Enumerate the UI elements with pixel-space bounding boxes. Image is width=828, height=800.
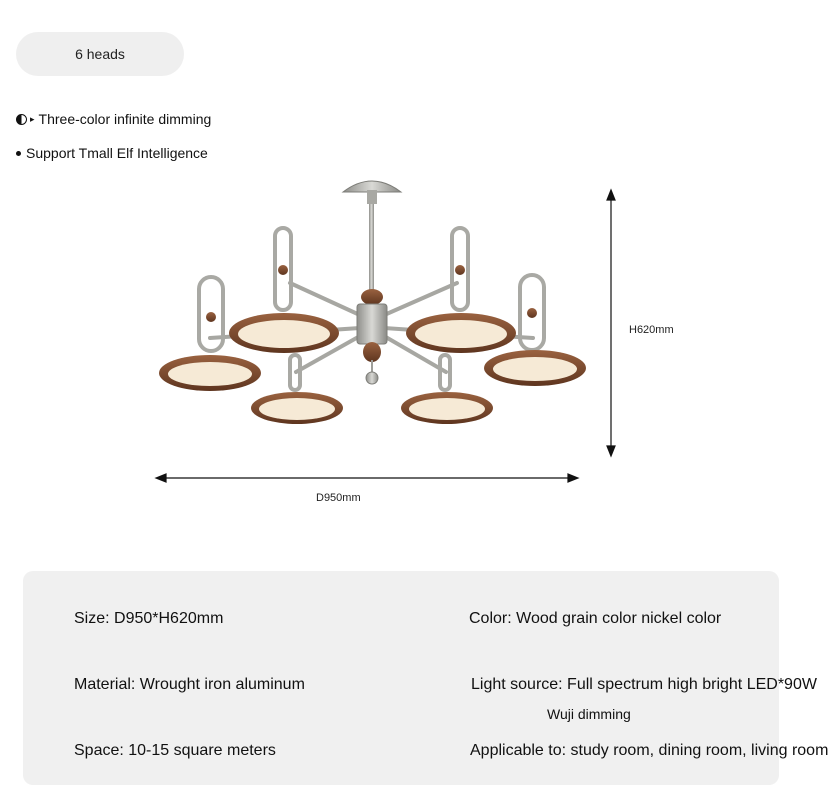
canopy-neck [367, 190, 377, 204]
arm-back-left [288, 281, 364, 318]
shade-front-left [251, 392, 343, 424]
wood-knob-bottom [363, 342, 381, 362]
half-circle-bullet-icon [16, 113, 27, 125]
shade-front-right [401, 392, 493, 424]
loop-front-left [288, 353, 302, 392]
center-stem [369, 204, 374, 296]
spec-panel: Size: D950*H620mm Color: Wood grain colo… [23, 571, 828, 785]
arm-front-right [382, 334, 448, 374]
height-arrow-top-icon [606, 188, 616, 201]
spec-light-source: Light source: Full spectrum high bright … [471, 676, 817, 693]
variant-pill-label: 6 heads [75, 46, 125, 62]
finial [365, 371, 379, 385]
arm-front-left [294, 334, 362, 374]
loop-right [518, 273, 546, 352]
shade-back-right [406, 313, 516, 353]
spec-dimming: Wuji dimming [547, 706, 631, 722]
height-dimension-label: H620mm [629, 324, 674, 336]
feature-smart-assistant: Support Tmall Elf Intelligence [16, 145, 208, 161]
spec-material: Material: Wrought iron aluminum [74, 676, 305, 693]
spec-applicable: Applicable to: study room, dining room, … [470, 742, 828, 759]
height-arrow-bottom-icon [606, 445, 616, 458]
shade-left [159, 355, 261, 391]
feature-dimming: ▸ Three-color infinite dimming [16, 111, 211, 127]
loop-back-left [273, 226, 293, 312]
ceiling-canopy [341, 180, 403, 193]
dot-bullet-icon [16, 150, 21, 156]
variant-pill-6-heads[interactable]: 6 heads [16, 32, 184, 76]
bead-right [527, 308, 537, 318]
feature-dimming-text: Three-color infinite dimming [38, 111, 212, 127]
diameter-arrow-left-icon [154, 473, 167, 483]
arm-back-right [380, 281, 459, 318]
bead-left [206, 312, 216, 322]
shade-back-left [229, 313, 339, 353]
spec-color: Color: Wood grain color nickel color [469, 610, 722, 627]
feature-smart-assistant-text: Support Tmall Elf Intelligence [26, 145, 208, 161]
bead-back-left [278, 265, 288, 275]
diameter-arrow-right-icon [567, 473, 580, 483]
shade-right [484, 350, 586, 386]
bead-back-right [455, 265, 465, 275]
loop-left [197, 275, 225, 353]
loop-front-right [438, 353, 452, 392]
center-hub [356, 303, 388, 345]
spec-size: Size: D950*H620mm [74, 610, 224, 627]
chandelier-product-image [154, 180, 616, 483]
diameter-dimension-label: D950mm [316, 492, 361, 504]
spec-space: Space: 10-15 square meters [74, 742, 276, 759]
loop-back-right [450, 226, 470, 312]
wood-knob-top [361, 289, 383, 305]
triangle-bullet-icon: ▸ [30, 113, 35, 124]
